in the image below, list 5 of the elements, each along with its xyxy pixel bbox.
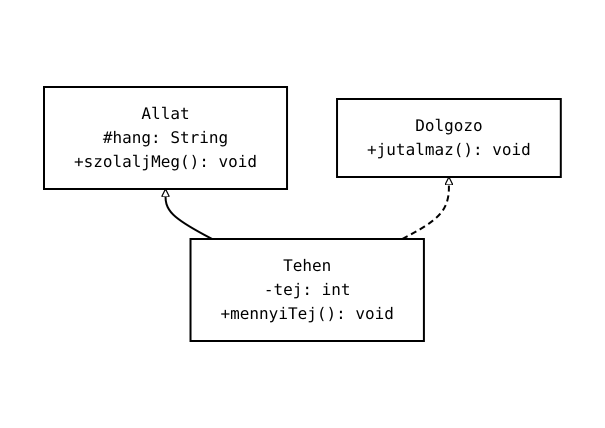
arrow (402, 176, 454, 240)
node-box: Allat #hang: String +szolaljMeg(): void (43, 86, 288, 190)
node-box: Dolgozo +jutalmaz(): void (336, 98, 562, 178)
arrow (161, 188, 213, 240)
node-box: Tehen -tej: int +mennyiTej(): void (190, 238, 425, 342)
